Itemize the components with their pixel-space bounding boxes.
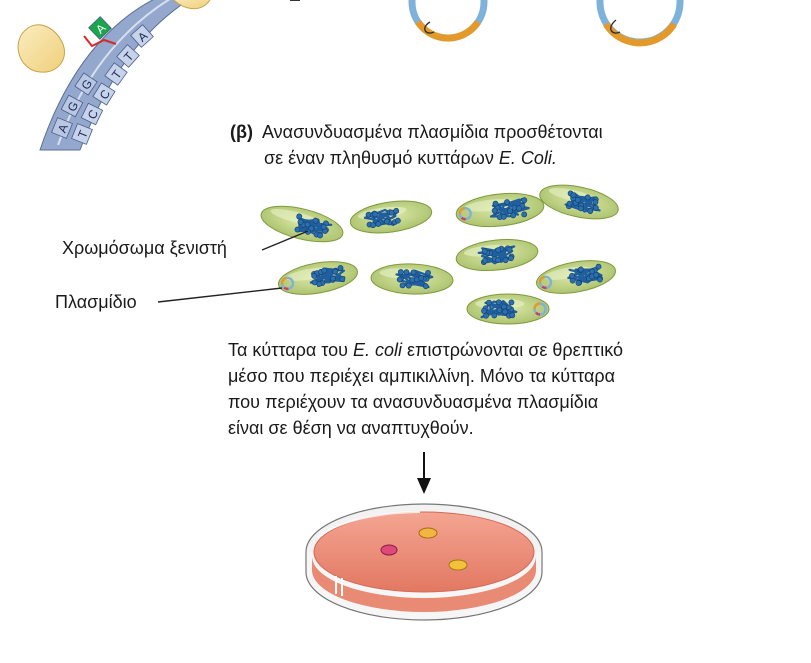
- recombinant-plasmid: [538, 275, 553, 290]
- dna-base-top: G: [60, 94, 84, 118]
- host-chromosome: [567, 263, 603, 286]
- host-chromosome: [395, 269, 434, 290]
- plasmid-top-2: [596, 0, 684, 47]
- host-chromosome: [480, 299, 518, 319]
- dna-strand-inner: [57, 0, 171, 146]
- enzyme-left: [17, 24, 65, 73]
- culture-line1-prefix: Τα κύτταρα του: [228, 340, 353, 360]
- section-b-line2: σε έναν πληθυσμό κυττάρων E. Coli.: [264, 146, 557, 170]
- culture-text-line3: που περιέχουν τα ανασυνδυασμένα πλασμίδι…: [228, 392, 599, 412]
- ecoli-cell: [370, 263, 454, 295]
- dna-base-top: A: [88, 16, 112, 40]
- host-chromosome: [309, 265, 346, 287]
- culture-text-line4: είναι σε θέση να αναπτυχθούν.: [228, 418, 474, 438]
- ecoli-cell: [455, 238, 539, 272]
- agar-surface: [313, 511, 535, 593]
- recombinant-plasmid: [533, 302, 547, 316]
- dna-base-top: G: [74, 72, 98, 96]
- dna-base-bottom: A: [130, 24, 154, 48]
- culture-text-line1: Τα κύτταρα του E. coli επιστρώνονται σε …: [228, 338, 623, 362]
- bacterial-colony: [380, 544, 398, 556]
- ecoli-cell: [455, 192, 545, 228]
- section-b-line2-italic: E. Coli.: [498, 148, 557, 168]
- host-chromosome: [489, 197, 530, 221]
- host-chromosome: [564, 190, 601, 214]
- ecoli-cell-population: [260, 184, 619, 325]
- plasmid-top-1: [408, 0, 488, 42]
- section-b-label: (β): [230, 122, 253, 142]
- host-chromosome-label: Χρωμόσωμα ξενιστή: [62, 238, 227, 258]
- petri-dish: [305, 503, 543, 621]
- host-chromosome: [477, 245, 516, 266]
- section-b-line2-text: σε έναν πληθυσμό κυττάρων: [264, 148, 499, 168]
- culture-text-line2: μέσο που περιέχει αμπικιλλίνη. Μόνο τα κ…: [228, 366, 616, 386]
- host-chromosome-pointer-line: [261, 230, 309, 251]
- down-arrow: [417, 452, 431, 494]
- sticky-end-marker: [83, 35, 117, 48]
- culture-line1-suffix: επιστρώνονται σε θρεπτικό: [402, 340, 623, 360]
- dna-base-bottom: T: [116, 44, 140, 68]
- dna-base-bottom: T: [104, 62, 128, 86]
- plasmid-pointer-line: [157, 287, 283, 303]
- host-chromosome: [294, 213, 333, 239]
- ecoli-cell: [536, 260, 616, 294]
- host-chromosome: [363, 207, 401, 229]
- dna-base-bottom: C: [80, 102, 104, 126]
- plasmid-label: Πλασμίδιο: [55, 292, 137, 312]
- ecoli-cell: [260, 205, 344, 243]
- bacterial-colony: [448, 559, 468, 571]
- recombinant-plasmid: [280, 276, 295, 291]
- ecoli-cell: [466, 293, 550, 325]
- ecoli-cell: [278, 261, 358, 295]
- enzyme-right: [173, 0, 211, 10]
- culture-line1-italic: E. coli: [353, 340, 403, 360]
- dna-base-top: A: [51, 117, 73, 139]
- ecoli-cell: [539, 184, 619, 220]
- bacterial-colony: [418, 527, 438, 539]
- section-b-heading: (β) Ανασυνδυασμένα πλασμίδια προσθέτοντα…: [230, 120, 603, 144]
- section-b-line1: Ανασυνδυασμένα πλασμίδια προσθέτονται: [262, 122, 603, 142]
- agar-layer: [312, 556, 536, 612]
- ecoli-cell: [349, 200, 433, 234]
- recombinant-plasmid: [458, 206, 472, 221]
- dna-base-bottom: C: [92, 82, 116, 106]
- dna-base-bottom: T: [71, 123, 93, 145]
